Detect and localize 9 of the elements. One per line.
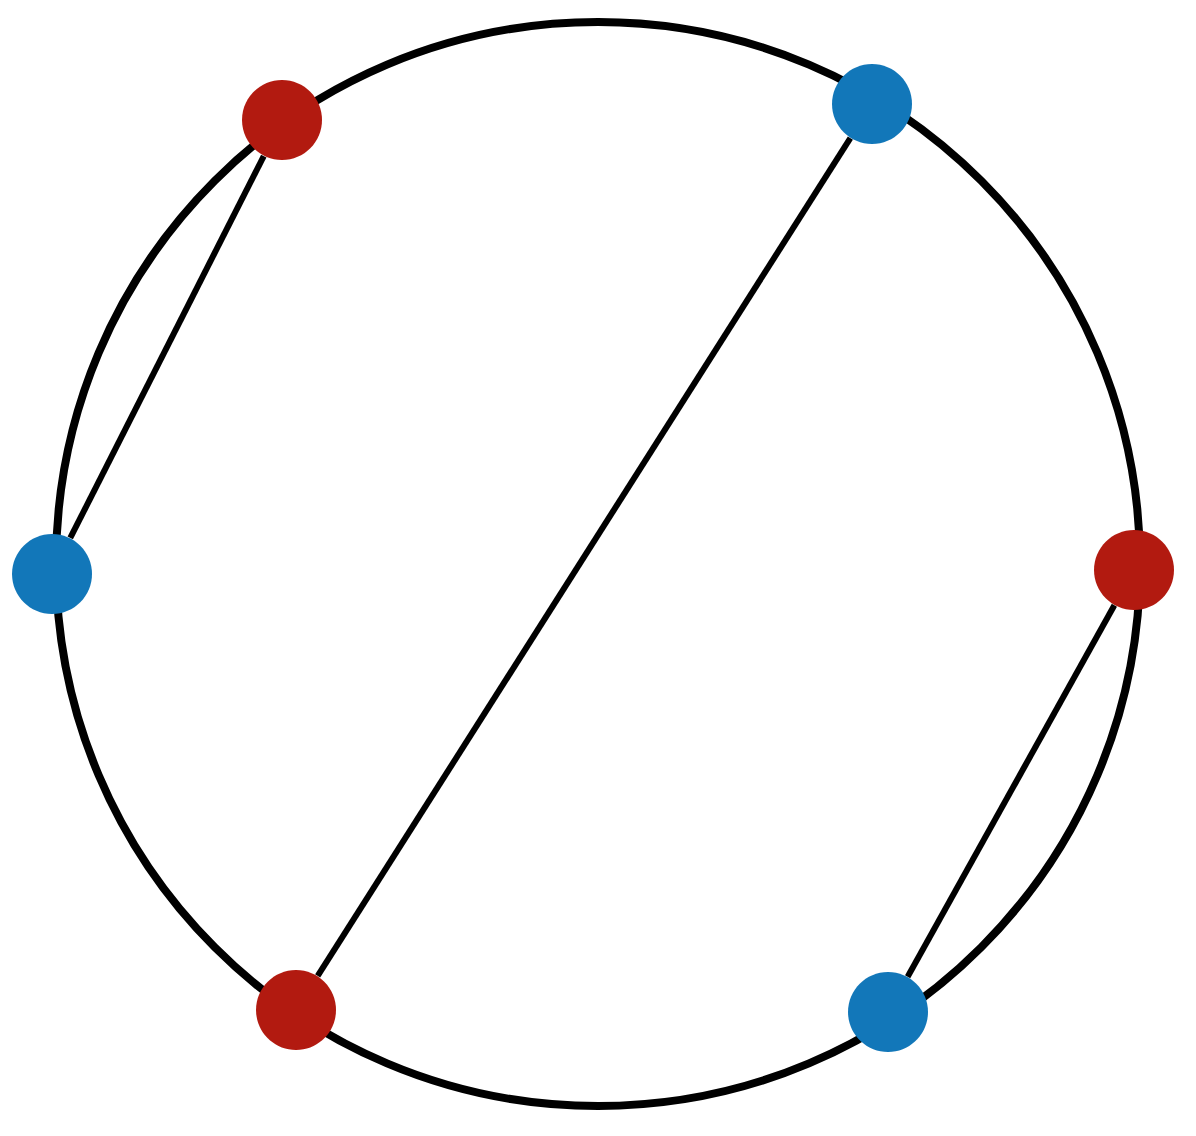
dot [242,80,322,160]
dot [848,972,928,1052]
dot [832,64,912,144]
dot [12,534,92,614]
chord-line [905,603,1117,979]
chord-line [67,154,267,540]
dot [256,970,336,1050]
chord-line [315,136,853,978]
dot [1094,530,1174,610]
